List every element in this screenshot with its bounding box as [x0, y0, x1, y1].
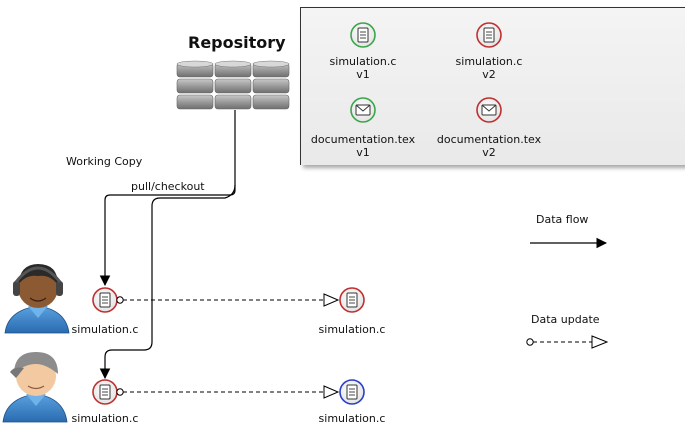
repo-file-name: documentation.tex — [436, 133, 542, 146]
repo-file-name: simulation.c — [329, 55, 397, 68]
user1-remote-file-icon — [339, 287, 365, 313]
legend-data-update-label: Data update — [531, 313, 600, 326]
repo-version-tag: v2 — [482, 146, 496, 159]
repo-version-label: documentation.tex v1 — [308, 133, 418, 159]
pull-connector-user2 — [99, 184, 236, 380]
repo-version-tag: v1 — [356, 68, 370, 81]
repo-version-tag: v2 — [482, 68, 496, 81]
legend-data-flow-label: Data flow — [536, 213, 589, 226]
repo-version-label: simulation.c v1 — [318, 55, 408, 81]
working-copy-label: Working Copy — [66, 155, 143, 168]
pull-connector-user1 — [99, 110, 236, 287]
user1-data-update-connector — [116, 293, 340, 307]
database-icon — [176, 60, 290, 110]
pull-checkout-label: pull/checkout — [131, 180, 205, 193]
legend-data-update-arrow — [526, 335, 609, 349]
user1-local-file-label: simulation.c — [71, 323, 139, 336]
repo-file-name: simulation.c — [455, 55, 523, 68]
user2-remote-file-label: simulation.c — [318, 412, 386, 425]
repo-version-tag: v1 — [356, 146, 370, 159]
user1-local-file-icon — [92, 287, 118, 313]
repo-documentation-v2-icon — [476, 97, 502, 123]
repo-version-label: simulation.c v2 — [444, 55, 534, 81]
repository-title: Repository — [188, 33, 286, 52]
user-headphones-avatar — [4, 264, 70, 334]
user1-remote-file-label: simulation.c — [318, 323, 386, 336]
user2-data-update-connector — [116, 385, 340, 399]
repo-simulation-v2-icon — [476, 22, 502, 48]
repo-version-label: documentation.tex v2 — [430, 133, 548, 159]
user-cap-avatar — [2, 352, 68, 423]
repo-simulation-v1-icon — [350, 22, 376, 48]
user2-remote-file-icon — [339, 379, 365, 405]
user2-local-file-icon — [92, 379, 118, 405]
repo-documentation-v1-icon — [350, 97, 376, 123]
repo-file-name: documentation.tex — [310, 133, 416, 146]
user2-local-file-label: simulation.c — [71, 412, 139, 425]
